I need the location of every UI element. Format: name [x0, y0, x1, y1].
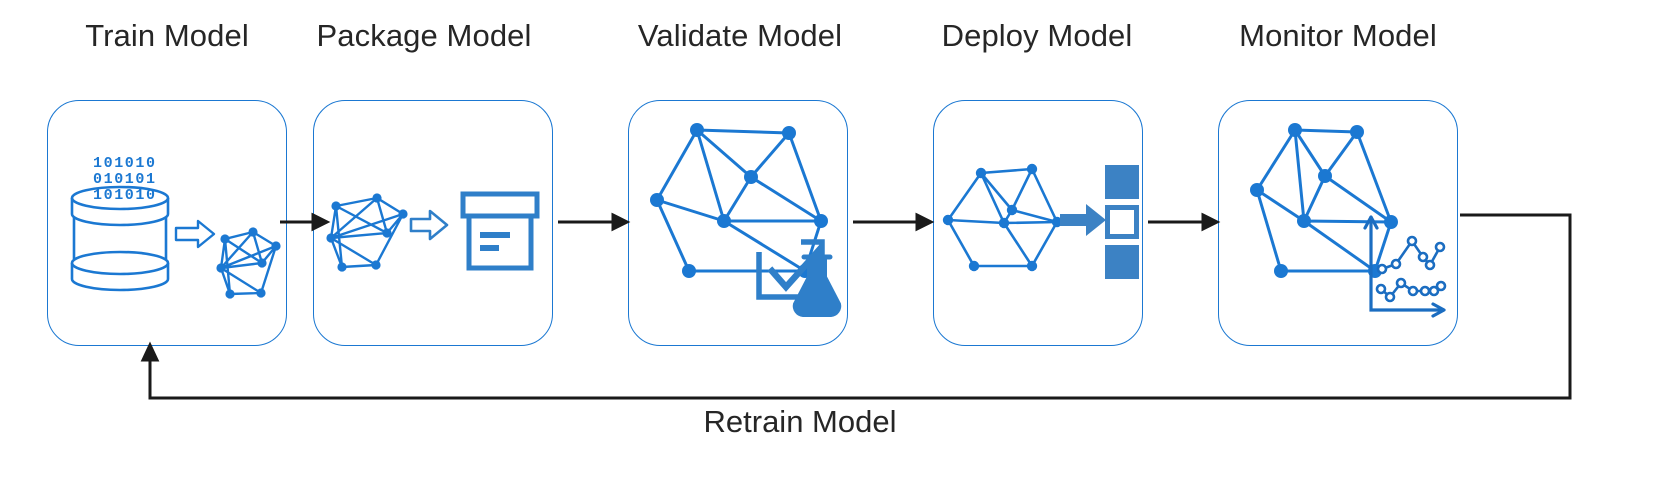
stage-title-package: Package Model: [316, 18, 532, 53]
stage-title-monitor: Monitor Model: [1239, 18, 1437, 53]
connector-validate-to-deploy: [853, 212, 935, 232]
line-chart-icon: [1363, 215, 1447, 318]
connector-deploy-to-monitor: [1148, 212, 1221, 232]
chart-series-upper: [1376, 235, 1446, 275]
database-icon: [70, 185, 170, 292]
flask-icon: [792, 254, 842, 317]
monitor-model-artwork: [1250, 123, 1447, 318]
svg-text:010101: 010101: [93, 171, 157, 188]
neural-network-icon: [1250, 123, 1398, 278]
package-box-icon: [460, 191, 540, 271]
hollow-arrow-icon: [174, 219, 216, 249]
retrain-loop-label: Retrain Model: [703, 404, 897, 439]
deploy-model-artwork: [942, 163, 1139, 279]
solid-arrow-icon: [1060, 204, 1106, 236]
svg-text:101010: 101010: [93, 187, 157, 204]
server-block-bottom: [1105, 245, 1139, 279]
stage-box-train[interactable]: 101010 010101 101010: [47, 100, 287, 346]
binary-digits-icon: 101010 010101 101010: [93, 155, 157, 204]
server-block-top: [1105, 165, 1139, 199]
stage-title-validate: Validate Model: [637, 18, 843, 53]
stage-box-validate[interactable]: [628, 100, 848, 346]
connector-train-to-package: [280, 212, 331, 232]
svg-text:101010: 101010: [93, 155, 157, 172]
stage-box-package[interactable]: [313, 100, 553, 346]
validate-model-artwork: [650, 123, 842, 317]
stage-box-monitor[interactable]: [1218, 100, 1458, 346]
neural-network-icon: [942, 163, 1063, 272]
stage-title-deploy: Deploy Model: [941, 18, 1133, 53]
server-block-middle: [1105, 205, 1139, 239]
package-model-artwork: [326, 191, 540, 272]
server-stack-icon: [1105, 165, 1139, 279]
chart-series-lower: [1375, 277, 1447, 303]
neural-network-icon: [326, 193, 408, 272]
retrain-feedback-arrow: [140, 213, 1572, 400]
stage-box-deploy[interactable]: [933, 100, 1143, 346]
hollow-arrow-icon: [409, 209, 449, 241]
train-model-artwork: 101010 010101 101010: [70, 155, 281, 299]
neural-network-icon: [216, 227, 281, 299]
connector-package-to-validate: [558, 212, 631, 232]
stage-title-train: Train Model: [85, 18, 249, 53]
